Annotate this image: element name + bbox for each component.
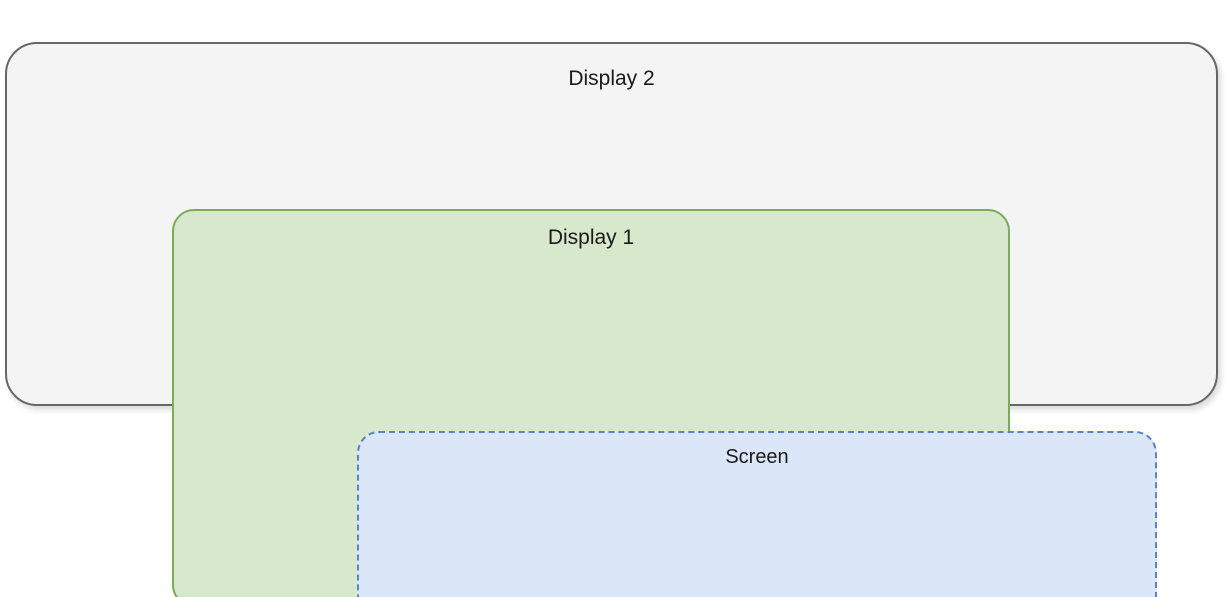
display-1-container[interactable]: Display 1 Screen App 1 Window 2 Window 1… [172,209,1157,597]
display-1-label: Display 1 [547,226,635,249]
screen-container[interactable]: Screen App 1 Window 2 Window 1 View 1 Ap [357,431,1157,597]
display-2-container[interactable]: Display 2 Display 1 Screen App 1 Window … [5,42,1218,597]
screen-label: Screen [725,446,789,468]
display-2-label: Display 2 [568,67,655,90]
